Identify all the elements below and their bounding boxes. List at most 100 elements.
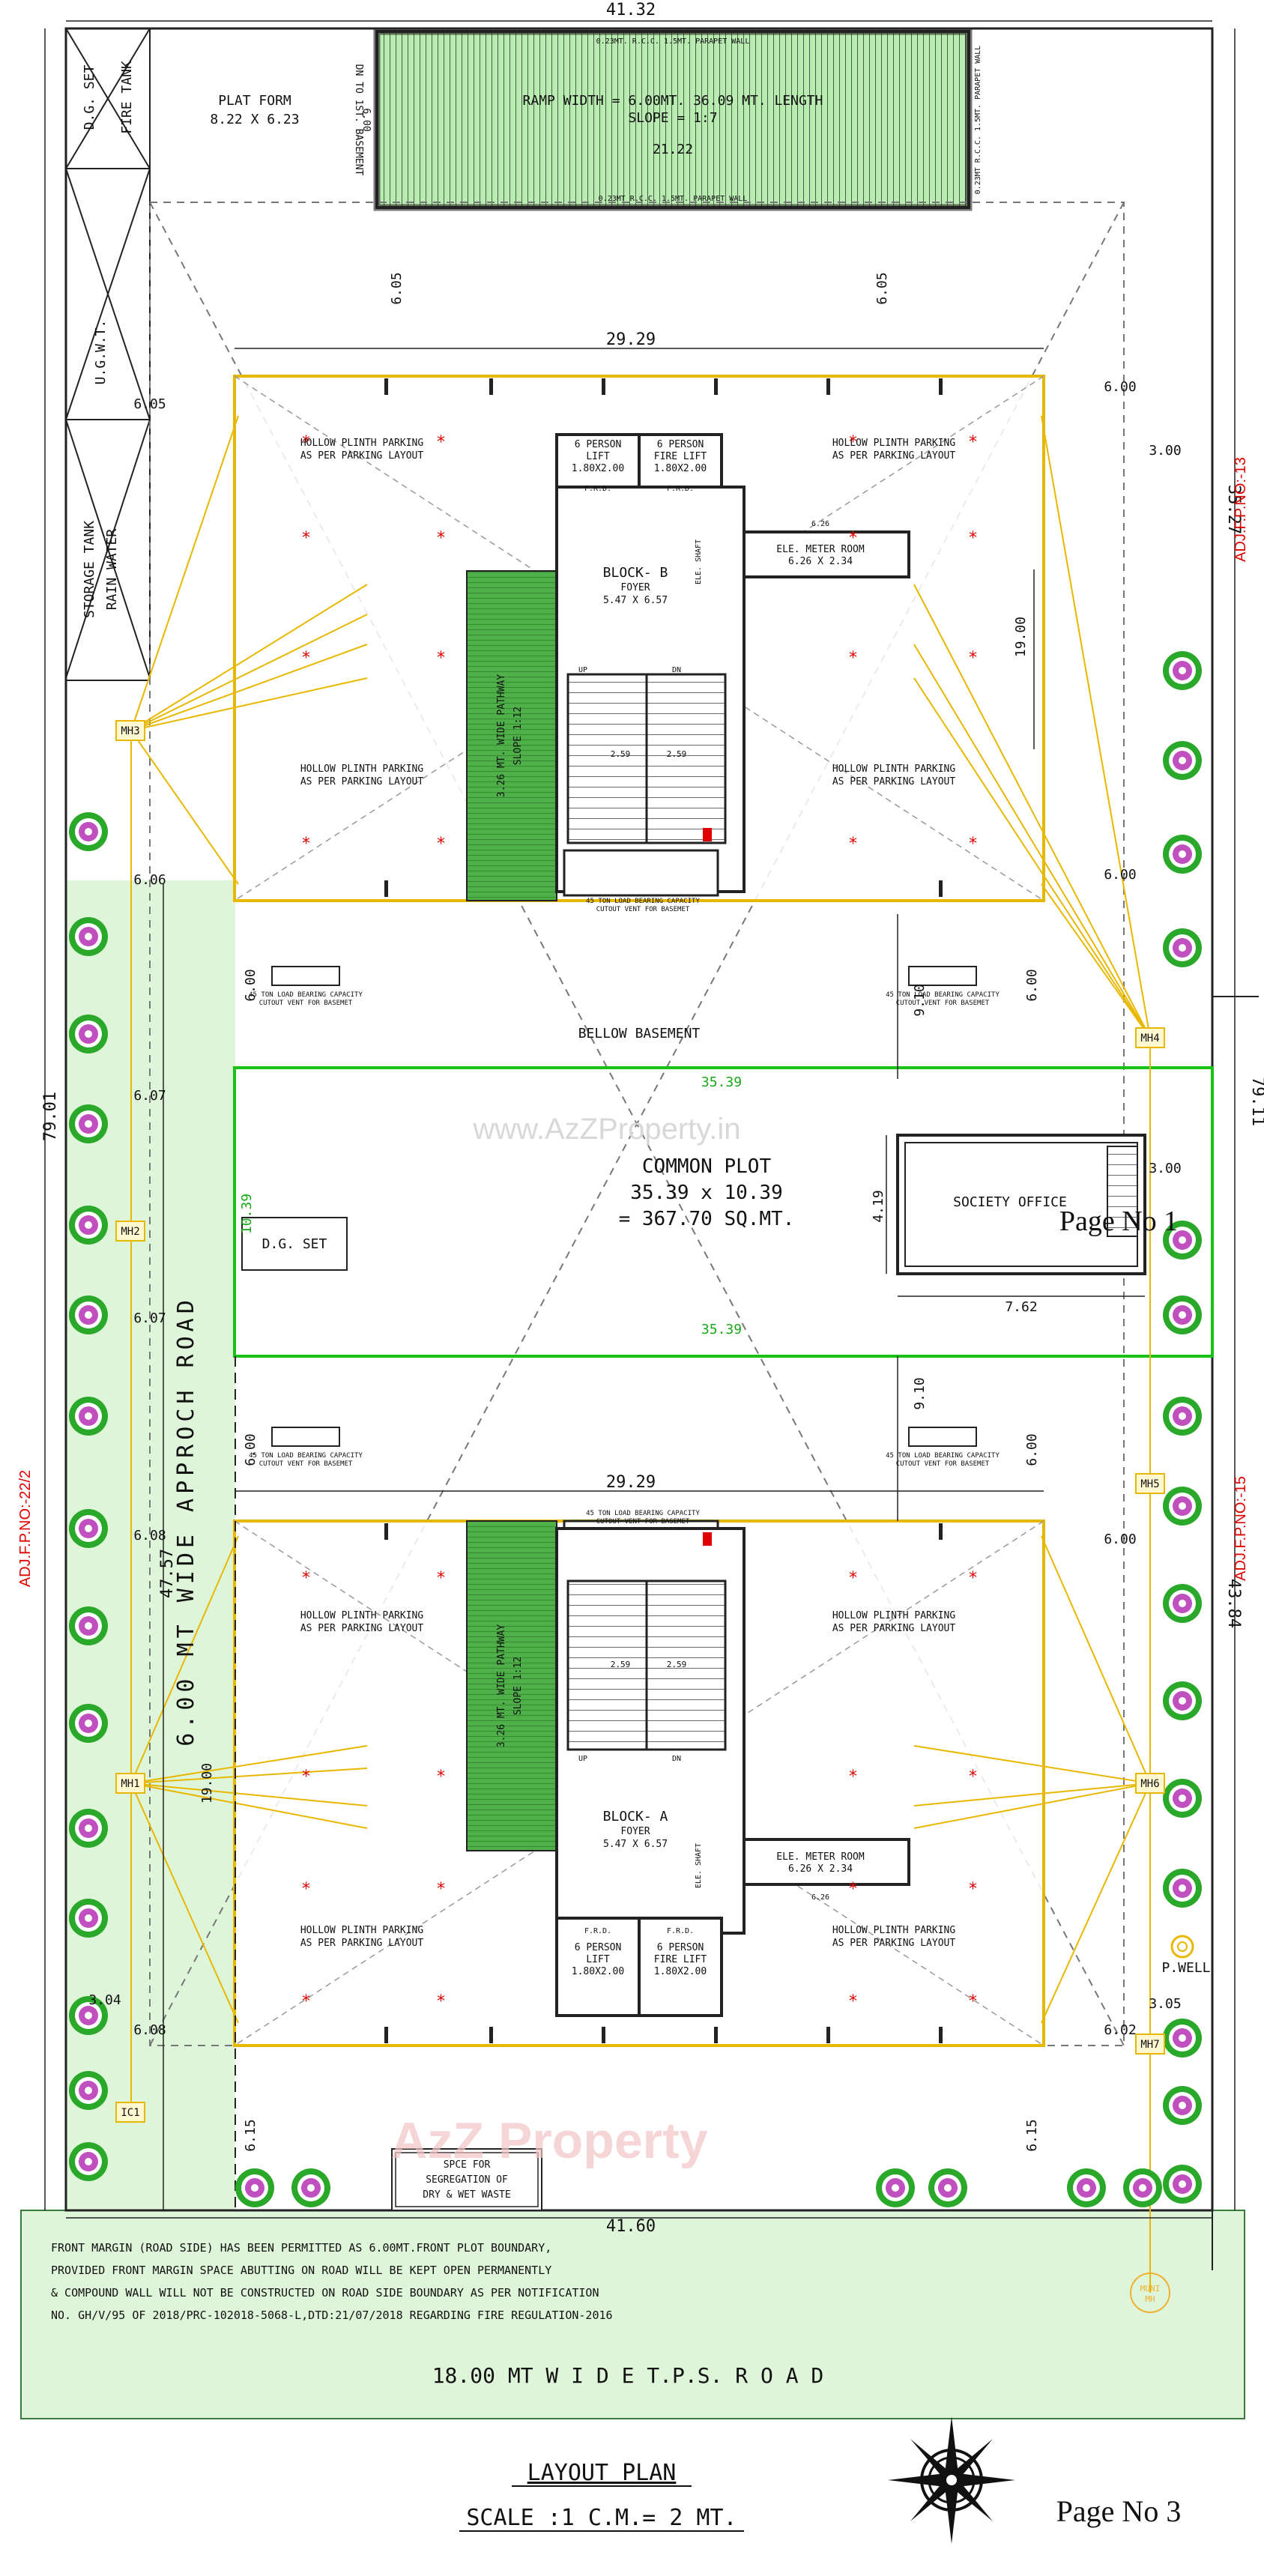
dim-setback-600-g: 6.00 [1104,1532,1136,1547]
label-fire-lift-b: FIRE LIFT [654,451,707,462]
svg-text:*: * [437,649,445,668]
svg-text:*: * [849,529,857,548]
svg-text:CUTOUT VENT FOR BASEMET: CUTOUT VENT FOR BASEMET [259,1460,353,1468]
label-meter-626-b: 6.26 [811,520,829,528]
label-segregation-3: DRY & WET WASTE [423,2189,510,2201]
dim-left-height: 79.01 [41,1092,60,1141]
dim-setback-600-f: 6.00 [1024,1433,1040,1466]
dim-right-bottom: 43.84 [1224,1579,1243,1628]
layout-title: LAYOUT PLAN [527,2460,677,2486]
label-common-calc-2: = 367.70 SQ.MT. [619,1208,795,1230]
svg-text:NO. GH/V/95 OF 2018/PRC-102018: NO. GH/V/95 OF 2018/PRC-102018-5068-L,DT… [51,2309,613,2322]
svg-text:*: * [302,1569,310,1588]
label-frd-a1: F.R.D. [584,1927,611,1935]
svg-text:*: * [969,1768,977,1786]
label-frd-b1: F.R.D. [584,485,611,493]
label-dg-set-common: D.G. SET [262,1236,327,1252]
waste-segregation-box [391,2148,542,2211]
svg-text:MH5: MH5 [1140,1478,1159,1490]
dim-left-road: 47.57 [158,1549,177,1598]
label-lift-size-b1: 1.80X2.00 [572,463,624,474]
label-up-b: UP [578,666,587,674]
svg-text:CUTOUT VENT FOR BASEMET: CUTOUT VENT FOR BASEMET [259,1000,353,1007]
dim-setback-605-b: 6.05 [874,272,890,304]
label-meter-626-a: 6.26 [811,1893,829,1902]
label-basement-link: DN TO 1ST. BASEMENT [353,64,364,176]
label-pathway-a: 3.26 MT. WIDE PATHWAY [496,1624,507,1748]
label-stair-259-a2: 2.59 [667,1660,687,1669]
label-foyer-a: FOYER [620,1826,650,1837]
svg-text:*: * [437,433,445,452]
label-parapet-bottom: 0.23MT R.C.C. 1.5MT. PARAPET WALL [599,195,748,203]
label-meter-room-a: ELE. METER ROOM [776,1851,865,1863]
label-pathway-b: 3.26 MT. WIDE PATHWAY [496,674,507,798]
label-platform: PLAT FORM [218,93,291,109]
label-ele-shaft-b: ELE. SHAFT [695,539,703,584]
label-person-b2: 6 PERSON [657,439,704,450]
dim-setback-600-d: 6.00 [1024,969,1040,1001]
manhole-boxes [115,720,1165,2123]
dim-setback-606: 6.06 [133,872,166,888]
svg-text:CUTOUT VENT FOR BASEMET: CUTOUT VENT FOR BASEMET [896,1000,990,1007]
label-platform-size: 8.22 X 6.23 [210,112,299,127]
svg-text:AS PER PARKING LAYOUT: AS PER PARKING LAYOUT [300,450,424,462]
dim-common-width-top: 35.39 [701,1074,742,1090]
svg-text:HOLLOW PLINTH PARKING: HOLLOW PLINTH PARKING [300,438,424,449]
svg-text:HOLLOW PLINTH PARKING: HOLLOW PLINTH PARKING [832,1610,956,1621]
svg-text:*: * [437,1992,445,2011]
dim-block-a-width: 29.29 [606,1473,656,1492]
society-office [896,1134,1146,1275]
dim-setback-602: 6.02 [1104,2022,1136,2038]
label-p-well: P.WELL [1161,1960,1210,1976]
label-common-plot: COMMON PLOT [642,1155,772,1178]
dim-ramp-height: 6.00 [360,108,372,131]
svg-text:IC1: IC1 [121,2107,139,2119]
label-lift-size-b2: 1.80X2.00 [654,463,707,474]
svg-text:MH3: MH3 [121,725,139,737]
svg-text:*: * [302,1992,310,2011]
label-approach-road: 6.00 MT WIDE APPROCH ROAD [173,1295,199,1747]
label-dn-a: DN [672,1755,681,1763]
dim-setback-605-c: 6.05 [133,396,166,412]
svg-text:HOLLOW PLINTH PARKING: HOLLOW PLINTH PARKING [832,438,956,449]
svg-text:45 TON LOAD BEARING CAPACITY: 45 TON LOAD BEARING CAPACITY [249,1452,363,1460]
label-pathway-slope-a: SLOPE 1:12 [512,1657,524,1715]
label-stair-259-a1: 2.59 [611,1660,631,1669]
svg-text:HOLLOW PLINTH PARKING: HOLLOW PLINTH PARKING [832,1925,956,1936]
svg-text:AS PER PARKING LAYOUT: AS PER PARKING LAYOUT [300,1938,424,1949]
label-bellow-basement: BELLOW BASEMENT [578,1026,701,1041]
svg-text:MH1: MH1 [121,1778,139,1790]
svg-text:CUTOUT VENT FOR BASEMET: CUTOUT VENT FOR BASEMET [896,1460,990,1468]
parking-labels-a: HOLLOW PLINTH PARKING AS PER PARKING LAYO… [300,1610,956,1949]
label-parapet-top: 0.23MT. R.C.C. 1.5MT. PARAPET WALL [596,37,750,46]
block-b [233,375,1045,902]
svg-text:*: * [302,433,310,452]
dim-setback-607-a: 6.07 [133,1088,166,1104]
label-stair-259-b1: 2.59 [611,749,631,759]
svg-text:AS PER PARKING LAYOUT: AS PER PARKING LAYOUT [300,1623,424,1634]
svg-text:45 TON LOAD BEARING CAPACITY: 45 TON LOAD BEARING CAPACITY [886,991,1000,999]
svg-text:*: * [437,1569,445,1588]
svg-text:*: * [969,433,977,452]
dg-set-box [241,1217,348,1271]
dim-right-top: 35.27 [1224,485,1243,534]
label-storage-tank: STORAGE TANK [82,521,97,618]
label-page-no-1: Page No 1 [1059,1206,1178,1237]
label-muni-2: MH [1145,2294,1155,2304]
dim-society-width: 7.62 [1005,1299,1037,1315]
svg-text:AS PER PARKING LAYOUT: AS PER PARKING LAYOUT [832,776,956,787]
dim-setback-304: 3.04 [88,1992,121,2008]
label-foyer-size-a: 5.47 X 6.57 [603,1839,668,1850]
svg-text:& COMPOUND WALL WILL NOT BE CO: & COMPOUND WALL WILL NOT BE CONSTRUCTED … [51,2286,599,2300]
svg-text:*: * [849,1880,857,1899]
manhole-labels: MH3 MH2 MH1 IC1 MH4 MH5 MH6 MH7 [121,725,1159,2119]
svg-text:*: * [969,529,977,548]
label-block-b: BLOCK- B [603,565,668,581]
label-vent-a1: 45 TON LOAD BEARING CAPACITY [586,1510,700,1517]
north-compass-icon [888,2416,1015,2544]
svg-text:*: * [849,649,857,668]
dim-ramp-length: 21.22 [653,142,693,157]
dim-setback-605-a: 6.05 [389,272,405,304]
dim-setback-608-b: 6.08 [133,2022,166,2038]
